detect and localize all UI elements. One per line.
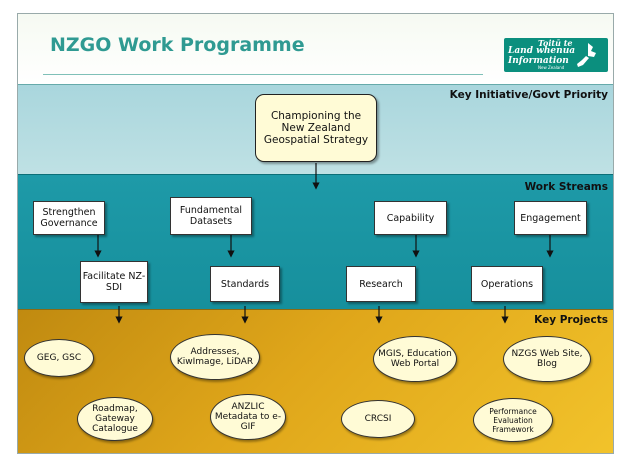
band-label-key-initiative: Key Initiative/Govt Priority [449, 89, 608, 101]
slide-header: NZGO Work Programme Toitū te Land whenua… [18, 14, 613, 84]
stream-box-2: Fundamental Datasets [170, 197, 252, 235]
project-ellipse-6: ANZLIC Metadata to e-GIF [210, 394, 286, 440]
stream-box-3: Capability [374, 201, 447, 235]
logo-line-1: Toitū te [538, 38, 573, 48]
project-ellipse-2: Addresses, KiwImage, LiDAR [170, 334, 260, 380]
stream-box-1: Strengthen Governance [33, 201, 105, 235]
linz-logo: Toitū te Land whenua Information New Zea… [504, 38, 608, 72]
project-ellipse-1: GEG, GSC [24, 339, 94, 377]
stream-box-7: Research [346, 266, 416, 302]
band-label-work-streams: Work Streams [524, 181, 608, 193]
slide-title: NZGO Work Programme [50, 34, 305, 56]
project-ellipse-5: Roadmap, Gateway Catalogue [77, 397, 153, 441]
project-ellipse-8: Performance Evaluation Framework [473, 398, 553, 442]
nz-map-icon [577, 43, 596, 67]
band-label-key-projects: Key Projects [534, 314, 608, 326]
project-ellipse-4: NZGS Web Site, Blog [503, 336, 591, 382]
project-ellipse-3: MGIS, Education Web Portal [373, 336, 457, 382]
stream-box-5: Facilitate NZ-SDI [80, 261, 148, 303]
logo-line-2: Land whenua [508, 46, 576, 56]
logo-line-4: New Zealand [538, 65, 565, 70]
stream-box-8: Operations [471, 266, 543, 302]
initiative-box: Championing the New Zealand Geospatial S… [255, 94, 377, 162]
stream-box-6: Standards [210, 266, 280, 302]
title-divider [43, 74, 483, 75]
stream-box-4: Engagement [514, 201, 587, 235]
logo-line-3: Information [508, 56, 569, 66]
project-ellipse-7: CRCSI [341, 400, 415, 438]
slide: NZGO Work Programme Toitū te Land whenua… [17, 13, 614, 454]
